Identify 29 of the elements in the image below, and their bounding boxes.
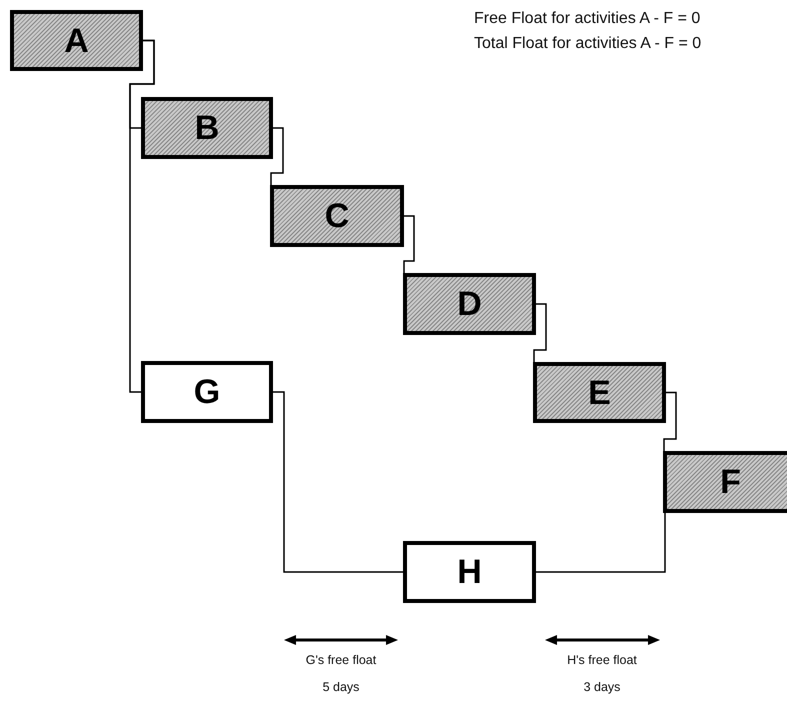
critical-activity-bar [141,97,273,159]
activity-bar [403,541,536,603]
critical-activity-bar [533,362,666,423]
dimension-label: H's free float [566,653,638,667]
critical-activity-bar [403,273,536,335]
connector-line [270,127,284,185]
critical-activity-bar [10,10,143,71]
critical-activity-bar [270,185,404,247]
dimension-label: 5 days [322,680,360,694]
connector-line [129,40,155,393]
activity-bar [141,361,273,423]
activity-label: B [194,111,220,145]
activity-label: D [457,287,482,321]
activity-label: G [194,375,220,409]
note-text: Total Float for activities A - F = 0 [474,35,702,53]
dimension-label: 3 days [582,680,622,694]
dimension-label: G's free float [304,653,378,667]
connector-line [273,391,403,573]
activity-label: A [64,24,89,58]
activity-label: H [457,555,482,589]
critical-activity-bar [663,451,787,513]
note-text: Free Float for activities A - F = 0 [474,10,700,28]
activity-label: E [588,376,611,410]
activity-label: C [324,199,350,233]
connector-line [536,513,666,573]
connector-line [533,303,547,362]
connector-line [663,392,677,451]
activity-label: F [720,465,741,499]
connector-line [403,215,415,273]
